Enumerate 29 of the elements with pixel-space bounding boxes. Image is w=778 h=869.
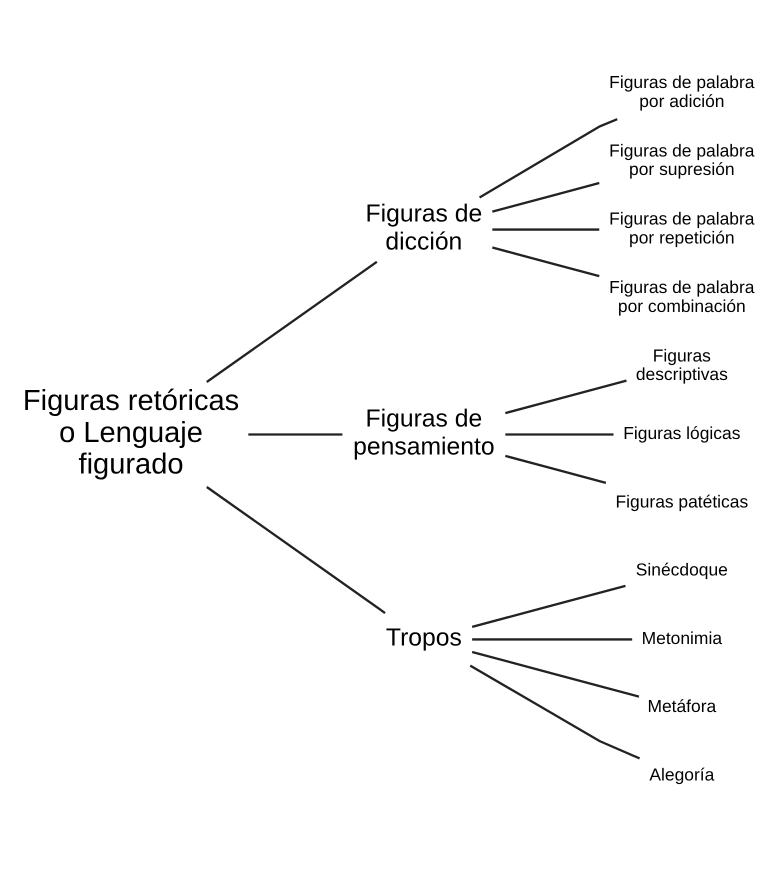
connector	[472, 650, 640, 698]
connector	[505, 380, 627, 414]
connector	[206, 486, 386, 614]
connector	[492, 228, 600, 231]
node-text: Figuras de pensamiento	[353, 406, 495, 460]
connector	[206, 260, 378, 383]
node-text: Figuras descriptivas	[636, 345, 728, 384]
node-text: Figuras de dicción	[366, 200, 482, 256]
node-text: Metonimia	[642, 628, 722, 648]
connector	[472, 584, 626, 628]
node-text: Sinécdoque	[636, 560, 728, 580]
node-text: Figuras de palabra por supresión	[609, 140, 754, 180]
node-text: Figuras de palabra por adición	[609, 72, 754, 111]
node-text: Figuras lógicas	[623, 423, 740, 444]
node-text: Tropos	[386, 624, 462, 652]
connector	[472, 638, 632, 641]
connector	[492, 182, 600, 213]
node-text: Alegoría	[649, 764, 714, 785]
node-text: Figuras de palabra por combinación	[609, 276, 754, 316]
connector	[505, 433, 614, 436]
node-text: Figuras patéticas	[616, 491, 748, 512]
connector	[505, 454, 606, 484]
node-text: Figuras retóricas o Lenguaje figurado	[22, 384, 240, 481]
connector	[470, 664, 640, 760]
connector	[492, 246, 600, 278]
connector	[248, 433, 342, 436]
connector	[478, 118, 618, 198]
node-text: Metáfora	[647, 696, 716, 716]
node-text: Figuras de palabra por repetición	[609, 208, 754, 248]
